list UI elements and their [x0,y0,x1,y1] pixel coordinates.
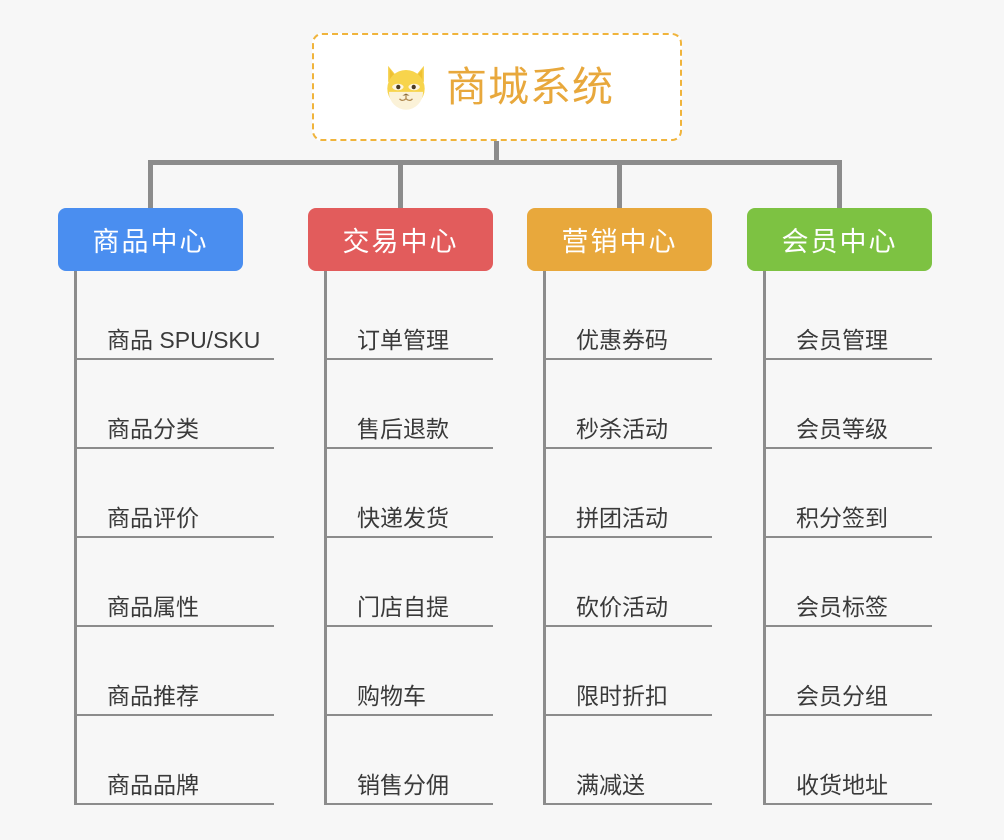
leaf-item[interactable]: 会员管理 [766,271,932,360]
leaf-item[interactable]: 砍价活动 [546,538,712,627]
leaf-item-label: 会员分组 [796,683,888,709]
connector-drop-1 [148,160,153,210]
leaf-item[interactable]: 会员标签 [766,538,932,627]
leaf-item-label: 商品品牌 [107,772,199,798]
leaf-item[interactable]: 积分签到 [766,449,932,538]
leaf-item-label: 砍价活动 [576,594,668,620]
leaf-item-label: 会员标签 [796,594,888,620]
root-node-card[interactable]: 商城系统 [312,33,682,141]
leaf-item[interactable]: 会员等级 [766,360,932,449]
leaf-item[interactable]: 门店自提 [327,538,493,627]
connector-drop-2 [398,160,403,210]
shiba-dog-face-icon [387,65,425,110]
leaf-item-label: 拼团活动 [576,505,668,531]
leaf-item-label: 会员管理 [796,327,888,353]
leaf-item[interactable]: 限时折扣 [546,627,712,716]
leaf-item[interactable]: 售后退款 [327,360,493,449]
connector-bus [148,160,842,165]
leaf-item[interactable]: 收货地址 [766,716,932,805]
leaf-item-label: 商品分类 [107,416,199,442]
leaf-item-label: 快递发货 [357,505,449,531]
leaf-item[interactable]: 快递发货 [327,449,493,538]
leaf-item-label: 满减送 [576,772,645,798]
branch-column-2: 交易中心 订单管理售后退款快递发货门店自提购物车销售分佣 [308,208,493,805]
leaf-item-label: 门店自提 [357,594,449,620]
leaf-item-label: 秒杀活动 [576,416,668,442]
branch-leaf-list-2: 订单管理售后退款快递发货门店自提购物车销售分佣 [324,271,493,805]
connector-drop-4 [837,160,842,210]
branch-header-2[interactable]: 交易中心 [308,208,493,271]
leaf-item-label: 订单管理 [357,327,449,353]
root-title: 商城系统 [446,63,614,110]
leaf-item[interactable]: 优惠券码 [546,271,712,360]
leaf-item-label: 商品推荐 [107,683,199,709]
leaf-item-label: 商品 SPU/SKU [107,327,261,353]
leaf-item[interactable]: 商品分类 [77,360,275,449]
branch-column-1: 商品中心 商品 SPU/SKU 商品分类商品评价商品属性商品推荐商品品牌 [58,208,275,805]
leaf-item[interactable]: 秒杀活动 [546,360,712,449]
leaf-item[interactable]: 商品 SPU/SKU [77,271,275,360]
branch-leaf-list-4: 会员管理会员等级积分签到会员标签会员分组收货地址 [763,271,932,805]
leaf-item-label: 会员等级 [796,416,888,442]
leaf-item[interactable]: 销售分佣 [327,716,493,805]
connector-stem [494,141,499,163]
branch-header-1[interactable]: 商品中心 [58,208,243,271]
leaf-item[interactable]: 商品品牌 [77,716,275,805]
leaf-item[interactable]: 订单管理 [327,271,493,360]
leaf-item[interactable]: 会员分组 [766,627,932,716]
leaf-item[interactable]: 商品属性 [77,538,275,627]
branch-column-4: 会员中心 会员管理会员等级积分签到会员标签会员分组收货地址 [747,208,932,805]
leaf-item[interactable]: 拼团活动 [546,449,712,538]
connector-drop-3 [617,160,622,210]
leaf-item-label: 购物车 [357,683,426,709]
leaf-item-label: 限时折扣 [576,683,668,709]
branch-header-3[interactable]: 营销中心 [527,208,712,271]
leaf-item-label: 销售分佣 [357,772,449,798]
leaf-item-label: 商品评价 [107,505,199,531]
leaf-item-label: 收货地址 [796,772,888,798]
branch-header-4[interactable]: 会员中心 [747,208,932,271]
branch-leaf-list-1: 商品 SPU/SKU 商品分类商品评价商品属性商品推荐商品品牌 [74,271,275,805]
leaf-item-label: 商品属性 [107,594,199,620]
leaf-item[interactable]: 购物车 [327,627,493,716]
leaf-item[interactable]: 商品评价 [77,449,275,538]
leaf-item-label: 积分签到 [796,505,888,531]
branch-column-3: 营销中心 优惠券码秒杀活动拼团活动砍价活动限时折扣满减送 [527,208,712,805]
leaf-item-label: 售后退款 [357,416,449,442]
leaf-item[interactable]: 商品推荐 [77,627,275,716]
leaf-item-label: 优惠券码 [576,327,668,353]
leaf-item[interactable]: 满减送 [546,716,712,805]
branch-leaf-list-3: 优惠券码秒杀活动拼团活动砍价活动限时折扣满减送 [543,271,712,805]
